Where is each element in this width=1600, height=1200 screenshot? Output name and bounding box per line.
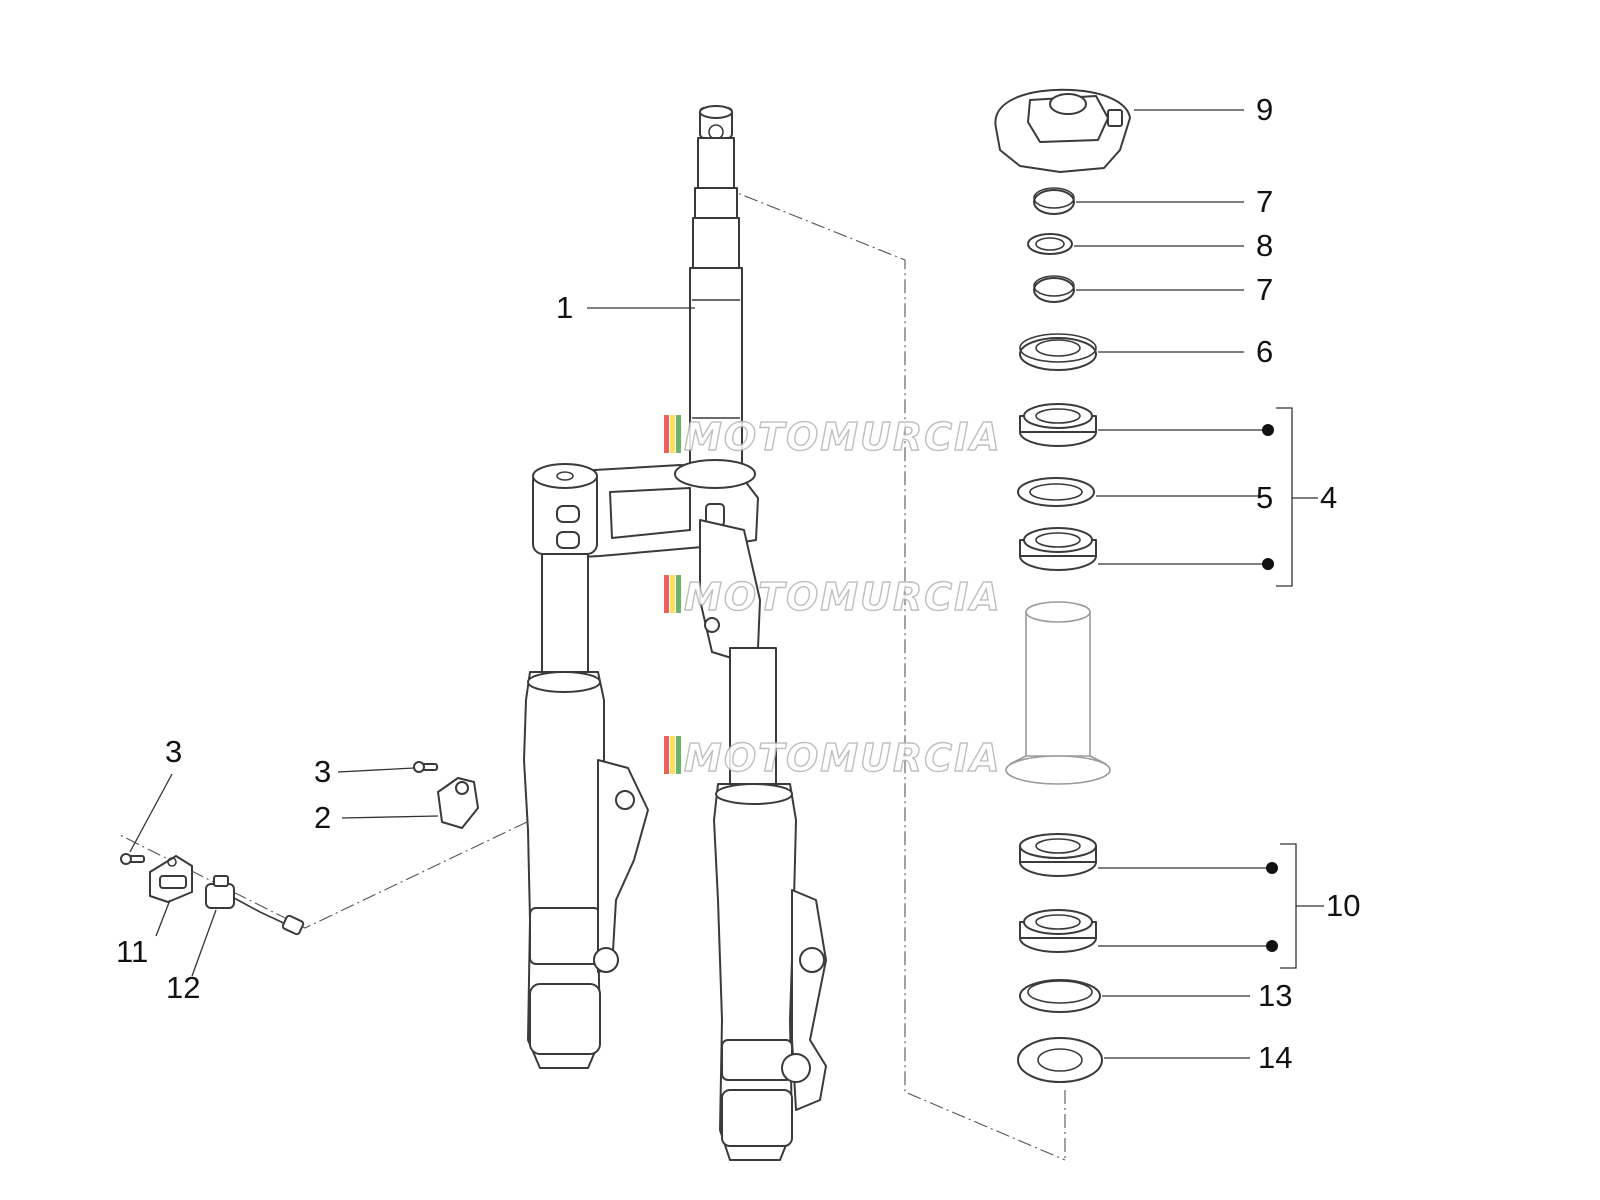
callout-label: 4 <box>1320 480 1337 515</box>
callout-label: 14 <box>1258 1040 1292 1075</box>
callout-labels: 1 2 3 3 4 5 6 7 7 8 9 10 11 12 13 14 <box>116 92 1360 1075</box>
callout-label: 7 <box>1256 272 1273 307</box>
washer-part <box>1017 1037 1103 1083</box>
callout-label: 7 <box>1256 184 1273 219</box>
watermark: MOTOMURCIA <box>664 735 1002 781</box>
cable-guide-part <box>437 777 479 829</box>
ring-nut-part <box>1033 275 1075 303</box>
callout-label: 5 <box>1256 480 1273 515</box>
callout-label: 6 <box>1256 334 1273 369</box>
top-cover-part <box>994 88 1131 173</box>
ball-cage-part <box>1017 477 1095 507</box>
dust-seal-part <box>1019 979 1101 1013</box>
callout-label: 9 <box>1256 92 1273 127</box>
leader-lines <box>129 109 1324 1059</box>
watermark-text: MOTOMURCIA <box>684 575 1002 619</box>
fork-assembly-part <box>523 105 827 1161</box>
callout-label: 12 <box>166 970 200 1005</box>
callout-label: 2 <box>314 800 331 835</box>
callout-label: 1 <box>556 290 573 325</box>
callout-label: 8 <box>1256 228 1273 263</box>
bearing-cup-part <box>1019 403 1097 447</box>
watermark: MOTOMURCIA <box>664 574 1002 620</box>
bearing-cup-part <box>1019 909 1097 953</box>
screw-part <box>413 761 438 773</box>
speed-sensor-part <box>205 875 305 936</box>
watermark: MOTOMURCIA <box>664 414 1002 460</box>
screw-part <box>120 853 145 865</box>
callout-label: 10 <box>1326 888 1360 923</box>
watermark-text: MOTOMURCIA <box>684 415 1002 459</box>
sensor-bracket-part <box>149 855 193 903</box>
callout-label: 11 <box>116 934 148 969</box>
bullets <box>1262 424 1278 952</box>
bearing-cup-part <box>1019 833 1097 877</box>
bearing-cup-part <box>1019 527 1097 571</box>
callout-label: 3 <box>165 734 182 769</box>
ring-nut-part <box>1033 187 1075 215</box>
steering-tube-reference <box>1005 601 1111 785</box>
callout-label: 3 <box>314 754 331 789</box>
watermark-text: MOTOMURCIA <box>684 736 1002 780</box>
callout-label: 13 <box>1258 978 1292 1013</box>
lock-washer-part <box>1027 233 1073 255</box>
seal-part <box>1019 333 1097 371</box>
